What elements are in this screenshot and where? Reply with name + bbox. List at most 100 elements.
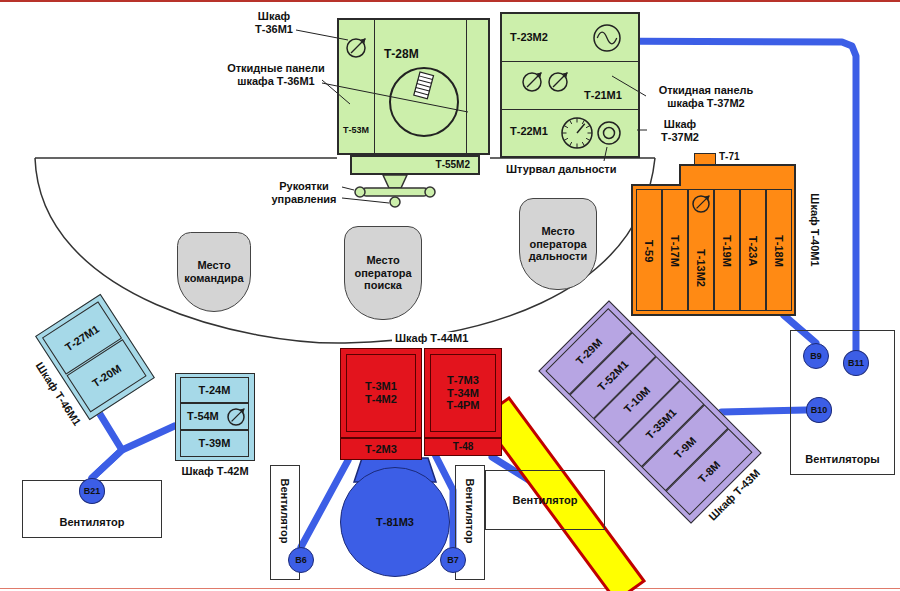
- part-label: В10: [811, 405, 828, 415]
- leader-line: [342, 198, 389, 203]
- part-label: Т-7М3 Т-34М Т-4РМ: [439, 374, 487, 412]
- dial-tick: [577, 118, 578, 123]
- gauge-arrow: [239, 409, 244, 414]
- air-duct: [92, 426, 175, 478]
- part-label: Шкаф Т-37М2: [650, 118, 710, 143]
- ring-inner: [604, 128, 615, 139]
- seat: Место оператора поиска: [344, 226, 422, 320]
- unit-block: Т-2М3: [340, 438, 422, 460]
- leader-line: [342, 187, 354, 190]
- bottom-rule: [0, 588, 900, 589]
- hatch-line: [415, 91, 429, 95]
- leader-lines: [296, 30, 647, 203]
- sine-trace: [597, 32, 617, 44]
- part-label: Шкаф Т-40М1: [809, 193, 822, 266]
- callout-label: Откидная панель шкафа Т-37М2: [650, 84, 762, 109]
- seat-label: Место оператора поиска: [348, 254, 418, 292]
- unit-block: Т-20М: [66, 339, 146, 412]
- unit-block: Т-8М: [666, 428, 753, 515]
- hatch-line: [416, 87, 430, 91]
- part-label: В21: [84, 486, 101, 496]
- fan-port: В9: [803, 343, 829, 369]
- cabinet: Шкаф Т-42МТ-24МТ-54МТ-39М: [175, 373, 255, 461]
- unit-block: Т-10М: [593, 356, 680, 443]
- gauge-arrow: [704, 196, 709, 201]
- hatch-line: [418, 80, 432, 84]
- fan-port: В21: [79, 478, 106, 504]
- part-label: Шкаф Т-44М1: [392, 332, 471, 345]
- gauge-arrow: [536, 73, 541, 78]
- callout-label: Откидные панели шкафа Т-36М1: [222, 62, 330, 87]
- part-label: Вентилятор: [513, 494, 578, 507]
- cabinet: Шкаф Т-46М1Т-27М1Т-20М: [35, 294, 155, 420]
- part-label: Вентилятор: [464, 479, 477, 544]
- part-label: Т-8М: [695, 458, 722, 485]
- part-label: Шкаф Т-42М: [170, 465, 260, 478]
- blower-drum: Т-81М3: [340, 467, 450, 577]
- gauge-symbol: [523, 73, 541, 91]
- dial-tick: [570, 120, 572, 124]
- crew-area-outline: [35, 158, 655, 343]
- seat-label: Место оператора дальности: [523, 225, 593, 263]
- gauge-symbol: [228, 409, 244, 425]
- unit-block: Т-39М: [180, 430, 249, 457]
- hatch-line: [419, 76, 433, 80]
- unit-tab: Т-71: [694, 153, 716, 165]
- fold-panel: Т-21М1: [502, 62, 638, 110]
- part-label: Т-55М2: [436, 159, 470, 171]
- unit-block: Т-35М1: [617, 380, 704, 467]
- fan-box: ВентиляторВ7: [455, 465, 485, 580]
- dial-tick: [577, 144, 578, 149]
- unit-panel: Т-28М: [374, 20, 467, 153]
- part-label: Вентиляторы: [805, 453, 879, 466]
- dial-tick: [582, 142, 584, 146]
- seat: Место командира: [177, 232, 251, 312]
- part-label: Т-2М3: [365, 443, 397, 456]
- node-symbols: [502, 62, 638, 110]
- seat-label: Место командира: [181, 259, 247, 284]
- cabinet-fill: [337, 18, 490, 155]
- gauge-needle: [232, 409, 245, 422]
- part-label: Т-53М: [343, 125, 369, 135]
- unit-column: Т-19М: [714, 189, 740, 311]
- part-label: Т-3М1 Т-4М2: [357, 380, 405, 405]
- dial-tick: [586, 126, 590, 128]
- seat: Место оператора дальности: [519, 198, 597, 290]
- dial-tick: [562, 133, 567, 134]
- dial-symbol: [562, 118, 592, 148]
- cabinet-shape: [632, 165, 795, 315]
- fan-port: В10: [806, 397, 833, 423]
- part-label: Т-13М2: [695, 249, 708, 287]
- gauge-symbol: [549, 73, 567, 91]
- part-label: Т-20М: [90, 362, 124, 390]
- gauge-symbol: [347, 39, 365, 57]
- dial-needle: [577, 124, 585, 133]
- gauge-needle: [553, 73, 567, 87]
- gauge-arrow: [562, 73, 567, 78]
- part-label: Т-24М: [199, 384, 231, 397]
- part-label: Т-29М: [573, 336, 604, 367]
- dial-tick: [564, 126, 568, 128]
- hatch-line: [417, 84, 431, 88]
- control-panel: Т-55М2: [350, 155, 480, 175]
- unit-column: Т-59: [636, 189, 662, 311]
- unit-block: Т-27М1: [42, 301, 122, 374]
- part-label: Шкаф Т-46М1: [33, 360, 84, 428]
- part-label: Т-39М: [199, 437, 231, 450]
- gauge-symbol: [693, 196, 709, 212]
- part-label: В11: [848, 358, 864, 368]
- part-label: Т-71: [719, 151, 740, 163]
- gauge-needle: [527, 73, 541, 87]
- callout-label: Рукоятки управления: [268, 180, 340, 205]
- gauge-needle: [351, 39, 365, 53]
- fan-box: Вентиляторы В9В11В10: [790, 330, 895, 475]
- air-duct: [784, 315, 816, 343]
- unit-column: Т-18М: [766, 189, 792, 311]
- gauge-needle: [697, 196, 710, 209]
- handle-knob: [355, 187, 365, 197]
- leader-line: [322, 83, 468, 112]
- fan-box: ВентиляторВ21: [22, 480, 162, 538]
- part-label: Т-35М1: [643, 406, 679, 442]
- part-label: Шкаф Т-36М1: [244, 10, 304, 35]
